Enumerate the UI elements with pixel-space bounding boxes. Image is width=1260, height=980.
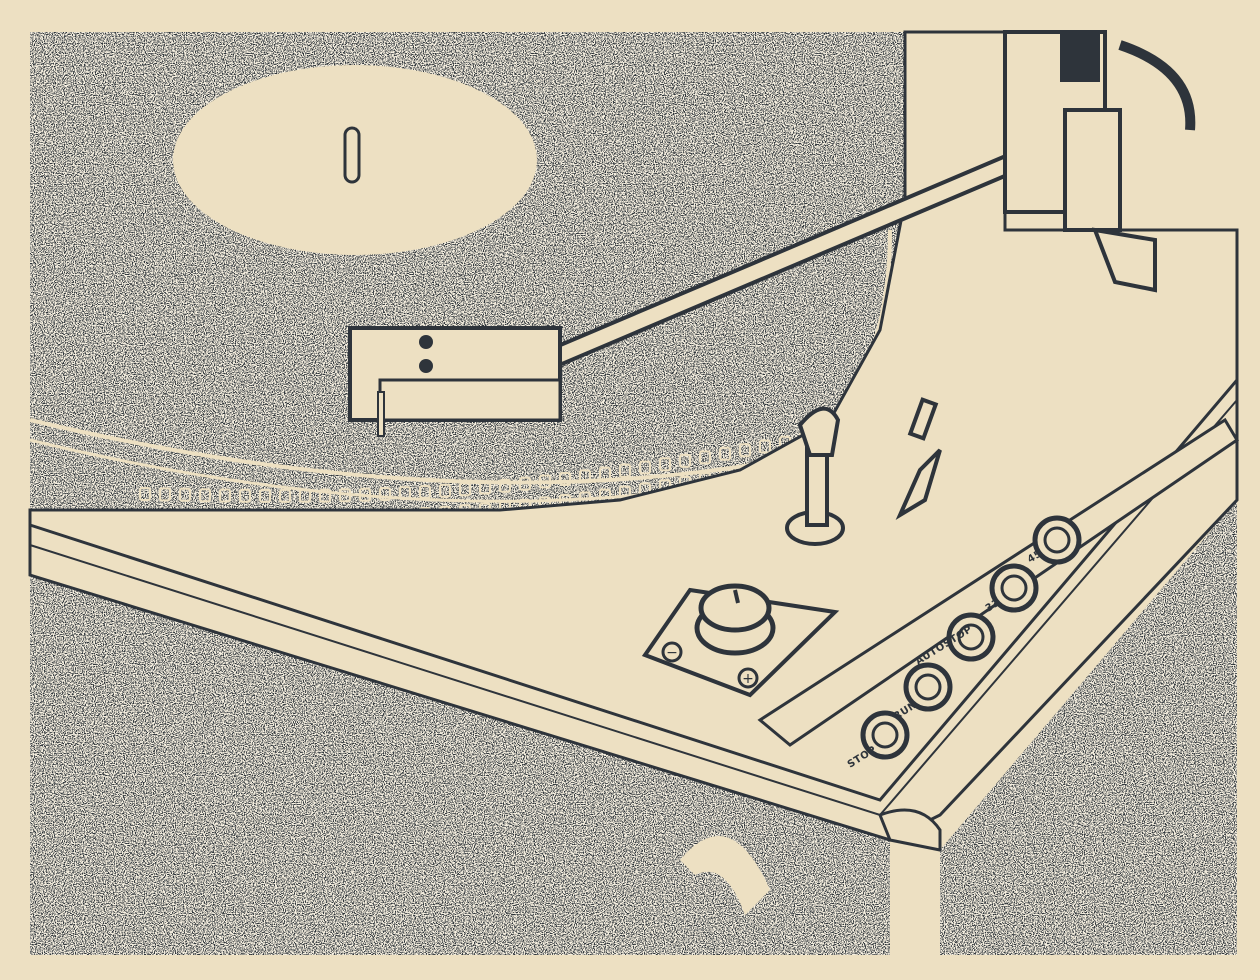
pitch-plus-label: + bbox=[742, 671, 754, 687]
speed-33-button[interactable]: 33 bbox=[984, 563, 1039, 615]
strobe-dot bbox=[379, 487, 391, 501]
run-button[interactable]: RUN bbox=[892, 662, 953, 723]
strobe-dot bbox=[699, 450, 711, 465]
strobe-dot bbox=[399, 486, 411, 501]
strobe-dot bbox=[579, 469, 591, 484]
tonearm-pivot bbox=[1003, 30, 1196, 293]
side-panel bbox=[940, 500, 1237, 955]
strobe-dot bbox=[719, 446, 731, 461]
strobe-dot bbox=[499, 478, 511, 493]
strobe-dot bbox=[459, 482, 471, 497]
strobe-dot bbox=[319, 488, 331, 503]
headshell bbox=[348, 326, 562, 437]
strobe-dot bbox=[159, 487, 171, 502]
strobe-dot bbox=[419, 485, 431, 499]
strobe-dot bbox=[199, 488, 211, 503]
strobe-dot bbox=[559, 472, 571, 486]
strobe-dot bbox=[179, 487, 191, 502]
strobe-dot bbox=[679, 453, 691, 468]
strobe-dot bbox=[619, 463, 631, 478]
front-grip bbox=[680, 836, 770, 915]
strobe-dot bbox=[599, 466, 611, 481]
pitch-knob[interactable]: − + bbox=[641, 583, 840, 698]
strobe-dot bbox=[439, 483, 451, 498]
strobe-dot bbox=[639, 460, 651, 475]
strobe-dot bbox=[359, 487, 371, 502]
tonearm-highlight bbox=[553, 123, 1097, 362]
strobe-dot bbox=[299, 488, 311, 503]
strobe-dot bbox=[539, 474, 551, 489]
strobe-dot bbox=[279, 488, 291, 503]
arm-rest bbox=[895, 397, 942, 520]
strobe-dot bbox=[659, 457, 671, 472]
strobe-dot bbox=[479, 480, 491, 495]
corner-bevel bbox=[878, 808, 942, 852]
strobe-dot bbox=[139, 487, 151, 501]
strobe-dot bbox=[519, 476, 531, 491]
strobe-dot bbox=[759, 439, 771, 454]
spindle bbox=[343, 126, 361, 184]
strobe-dot bbox=[239, 488, 251, 503]
strobe-dot bbox=[739, 443, 751, 458]
front-panel bbox=[30, 575, 890, 955]
pitch-minus-label: − bbox=[666, 645, 678, 661]
button-row: STOP RUN AUTOSTOP 33 45 bbox=[846, 515, 1082, 771]
cue-lever bbox=[785, 406, 845, 546]
strobe-dot bbox=[259, 488, 271, 503]
strobe-dot bbox=[219, 488, 231, 503]
strobe-dot bbox=[339, 488, 351, 503]
